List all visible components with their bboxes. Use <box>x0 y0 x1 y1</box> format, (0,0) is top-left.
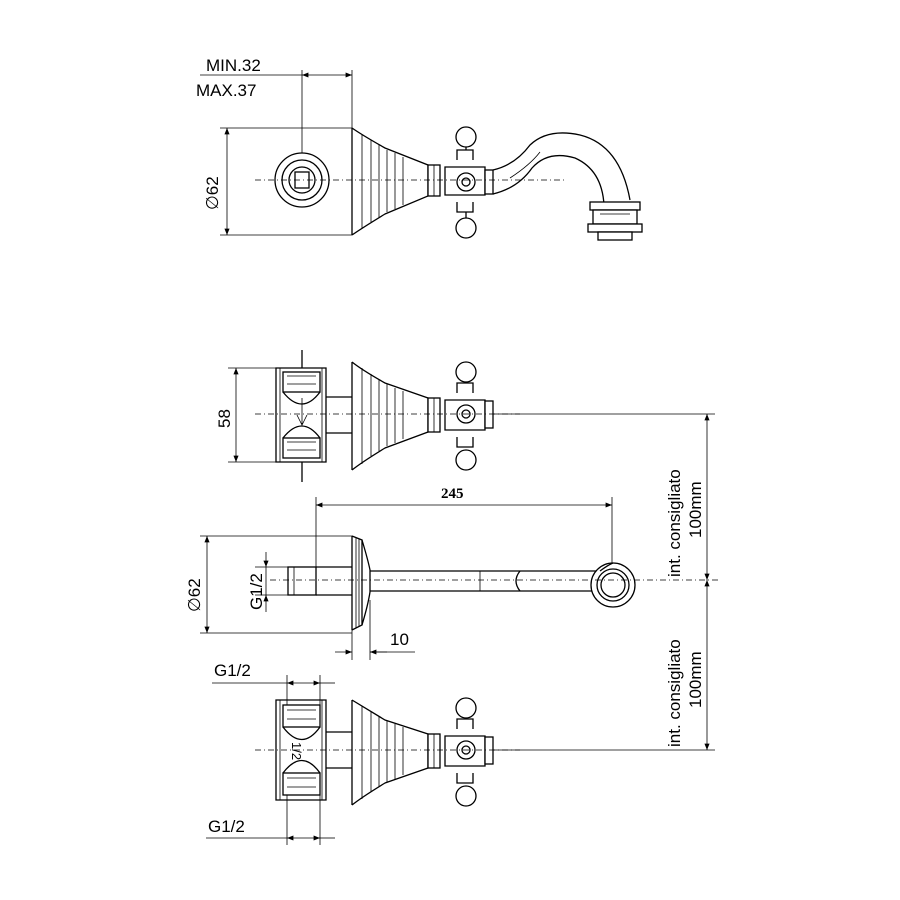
dimension-spacing-upper: int. consigliato 100mm <box>665 414 710 580</box>
dimension-58: 58 <box>215 368 239 462</box>
dimension-thread-mid: G1/2 <box>247 552 269 612</box>
lower-valve-view: 1/2 <box>255 675 715 845</box>
offset-10-label: 10 <box>390 630 409 649</box>
spacing-lower-label-a: int. consigliato <box>665 639 684 747</box>
dimension-thread-bottom-low: G1/2 <box>206 817 335 841</box>
spacing-lower-label-b: 100mm <box>686 651 705 708</box>
max-depth-label: MAX.37 <box>196 81 256 100</box>
dimension-min-max: MIN.32 MAX.37 <box>196 56 352 100</box>
thread-bottom-top-label: G1/2 <box>214 661 251 680</box>
dimension-245: 245 <box>316 486 612 508</box>
spacing-upper-label-a: int. consigliato <box>665 469 684 577</box>
dimension-10: 10 <box>335 630 415 655</box>
spacing-upper-label-b: 100mm <box>686 481 705 538</box>
thread-bottom-low-label: G1/2 <box>208 817 245 836</box>
diameter-top-label: ∅62 <box>203 176 222 210</box>
min-depth-label: MIN.32 <box>206 56 261 75</box>
upper-valve-view <box>228 350 715 482</box>
valve-mark-label: 1/2 <box>289 742 304 760</box>
length-245-label: 245 <box>441 486 464 502</box>
thread-mid-label: G1/2 <box>247 573 266 610</box>
diameter-mid-label: ∅62 <box>185 578 204 612</box>
spout-side-view <box>200 497 720 660</box>
dimension-diameter-top: ∅62 <box>203 128 230 235</box>
dimension-spacing-lower: int. consigliato 100mm <box>665 580 710 750</box>
top-view <box>220 70 643 241</box>
dimension-diameter-mid: ∅62 <box>185 536 210 633</box>
dimension-thread-bottom-top: G1/2 <box>212 661 335 686</box>
height-58-label: 58 <box>215 409 234 428</box>
